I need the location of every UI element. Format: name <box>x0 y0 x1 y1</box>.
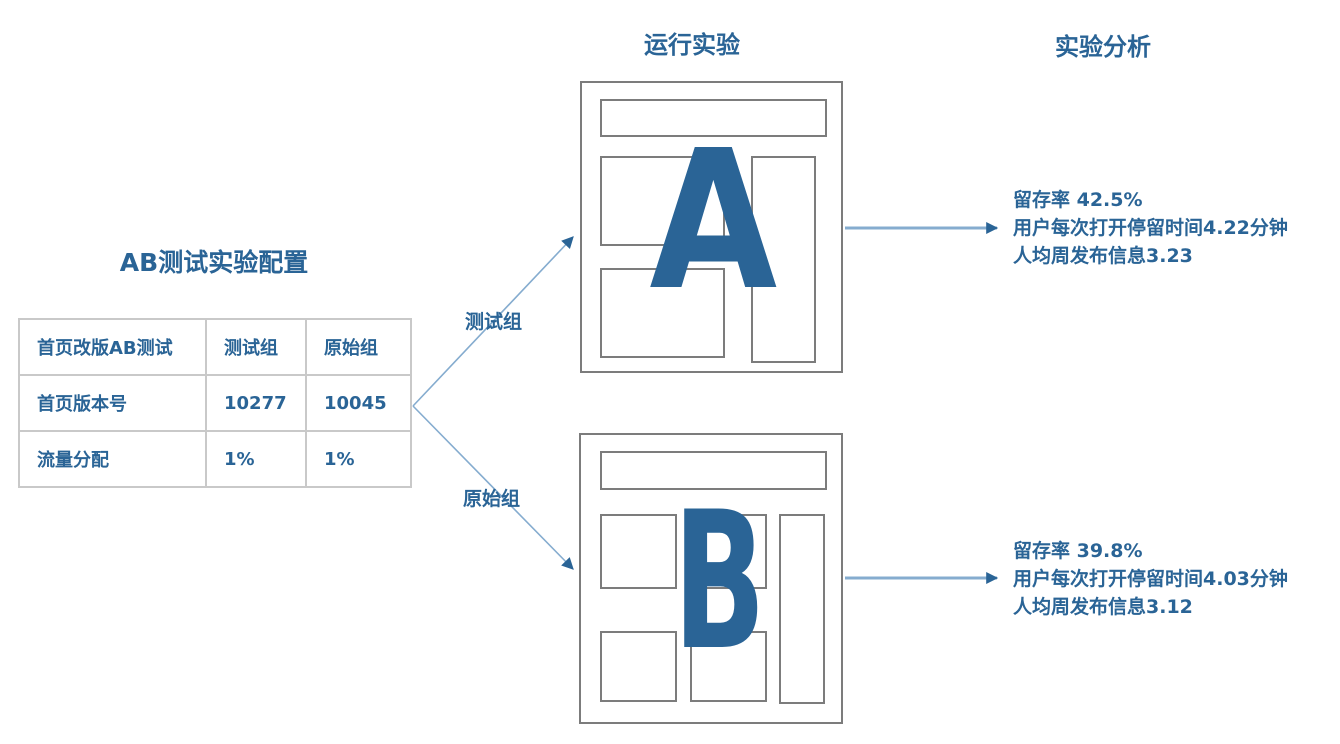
config-section-title: AB测试实验配置 <box>119 248 309 277</box>
run-section-title: 运行实验 <box>644 31 740 59</box>
variant-a-wireframe: A <box>580 81 843 373</box>
analysis-section-title: 实验分析 <box>1055 33 1151 61</box>
result-b-posts: 人均周发布信息3.12 <box>1013 596 1193 618</box>
variant-a-panel-bottom <box>600 268 725 358</box>
row-label-version: 首页版本号 <box>18 374 207 432</box>
result-b-retention: 留存率 39.8% <box>1013 540 1143 562</box>
variant-a-results: 留存率 42.5% 用户每次打开停留时间4.22分钟 人均周发布信息3.23 <box>1013 186 1288 270</box>
result-a-session-time: 用户每次打开停留时间4.22分钟 <box>1013 217 1288 239</box>
variant-b-panel-bottom-center <box>690 631 767 702</box>
table-header-experiment: 首页改版AB测试 <box>18 318 207 376</box>
variant-b-panel-mid-left <box>600 514 677 589</box>
variant-b-results: 留存率 39.8% 用户每次打开停留时间4.03分钟 人均周发布信息3.12 <box>1013 537 1288 621</box>
table-header-test-group: 测试组 <box>205 318 307 376</box>
result-a-posts: 人均周发布信息3.23 <box>1013 245 1193 267</box>
row-label-traffic: 流量分配 <box>18 430 207 488</box>
branch-label-original-group: 原始组 <box>463 488 521 510</box>
config-table: 首页改版AB测试 测试组 原始组 首页版本号 10277 10045 流量分配 … <box>18 318 412 488</box>
variant-a-panel-right <box>751 156 816 363</box>
version-test-value: 10277 <box>205 374 307 432</box>
variant-b-letter: B <box>672 471 766 692</box>
result-b-session-time: 用户每次打开停留时间4.03分钟 <box>1013 568 1288 590</box>
variant-b-header-bar <box>600 451 827 490</box>
branch-label-test-group: 测试组 <box>465 311 523 333</box>
variant-a-header-bar <box>600 99 827 137</box>
variant-b-panel-right <box>779 514 825 704</box>
traffic-original-value: 1% <box>305 430 412 488</box>
traffic-test-value: 1% <box>205 430 307 488</box>
variant-b-panel-mid-center <box>690 514 767 589</box>
config-table-row-version: 首页版本号 10277 10045 <box>18 374 412 432</box>
variant-b-wireframe: B <box>579 433 843 724</box>
table-header-original-group: 原始组 <box>305 318 412 376</box>
result-a-retention: 留存率 42.5% <box>1013 189 1143 211</box>
config-table-header-row: 首页改版AB测试 测试组 原始组 <box>18 318 412 376</box>
variant-a-panel-left <box>600 156 725 246</box>
variant-b-panel-bottom-left <box>600 631 677 702</box>
config-table-row-traffic: 流量分配 1% 1% <box>18 430 412 488</box>
variant-a-letter: A <box>649 110 777 333</box>
version-original-value: 10045 <box>305 374 412 432</box>
